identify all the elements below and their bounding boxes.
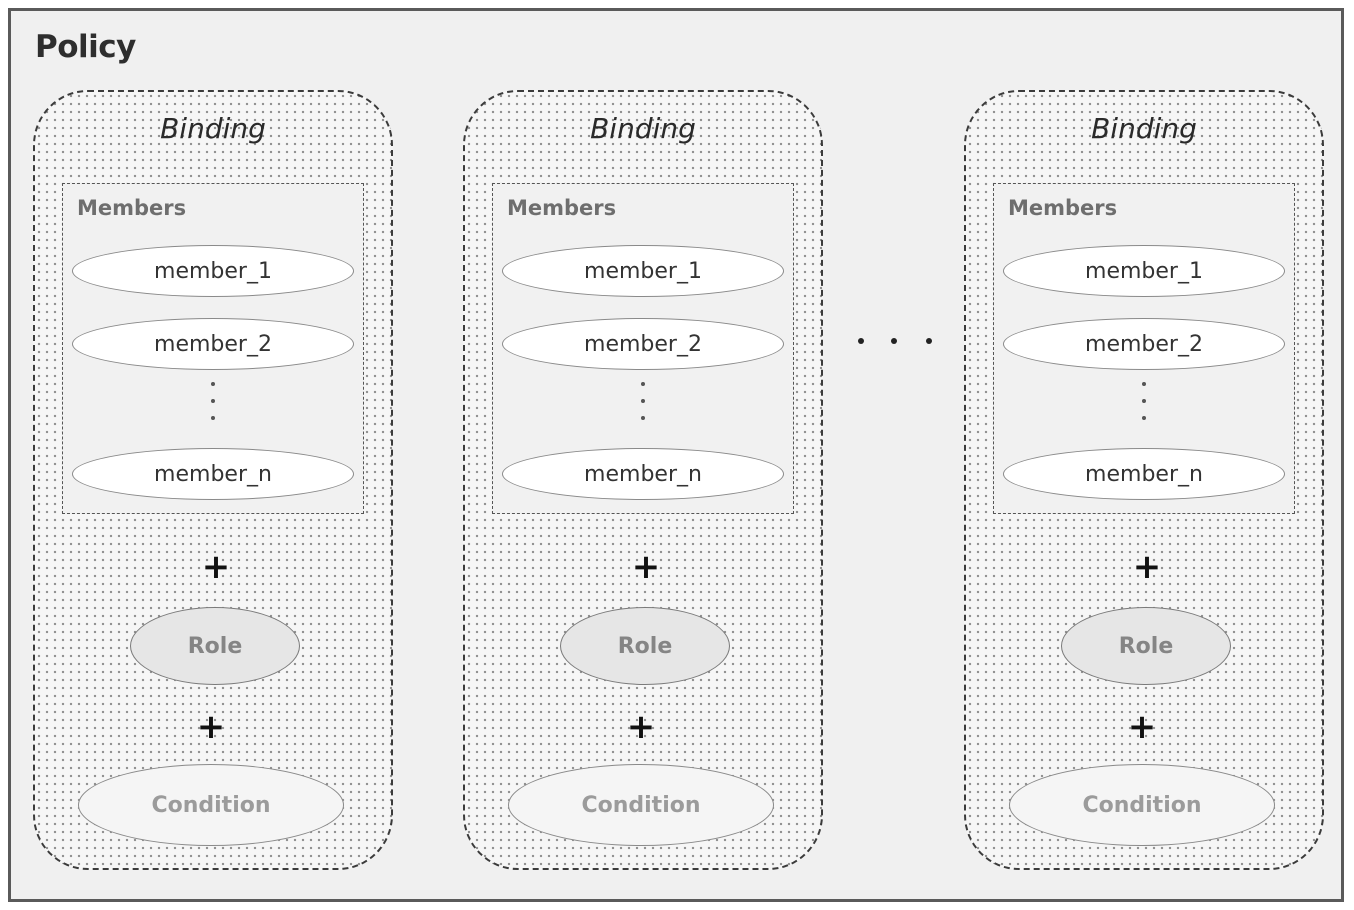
plus-sign: + bbox=[626, 707, 656, 747]
plus-sign: + bbox=[1132, 547, 1162, 587]
plus-sign: + bbox=[1127, 707, 1157, 747]
member-ellipse: member_n bbox=[72, 448, 354, 500]
members-group: Members member_1 member_2 member_n bbox=[993, 183, 1295, 514]
binding-title: Binding bbox=[1091, 112, 1197, 145]
vertical-ellipsis-icon bbox=[63, 382, 363, 432]
members-label: Members bbox=[1008, 196, 1118, 220]
member-ellipse: member_n bbox=[1003, 448, 1285, 500]
condition-ellipse: Condition bbox=[78, 764, 344, 846]
member-ellipse: member_2 bbox=[1003, 318, 1285, 370]
vertical-ellipsis-icon bbox=[994, 382, 1294, 432]
horizontal-ellipsis-icon bbox=[848, 338, 948, 348]
member-ellipse: member_n bbox=[502, 448, 784, 500]
condition-ellipse: Condition bbox=[508, 764, 774, 846]
plus-sign: + bbox=[201, 547, 231, 587]
binding-box: Binding Members member_1 member_2 member… bbox=[463, 90, 823, 870]
vertical-ellipsis-icon bbox=[493, 382, 793, 432]
binding-title: Binding bbox=[590, 112, 696, 145]
members-label: Members bbox=[507, 196, 617, 220]
role-ellipse: Role bbox=[560, 607, 730, 685]
role-ellipse: Role bbox=[1061, 607, 1231, 685]
plus-sign: + bbox=[196, 707, 226, 747]
condition-ellipse: Condition bbox=[1009, 764, 1275, 846]
member-ellipse: member_2 bbox=[72, 318, 354, 370]
members-label: Members bbox=[77, 196, 187, 220]
role-ellipse: Role bbox=[130, 607, 300, 685]
policy-title: Policy bbox=[35, 29, 136, 65]
member-ellipse: member_1 bbox=[1003, 245, 1285, 297]
binding-box: Binding Members member_1 member_2 member… bbox=[964, 90, 1324, 870]
member-ellipse: member_1 bbox=[502, 245, 784, 297]
members-group: Members member_1 member_2 member_n bbox=[62, 183, 364, 514]
members-group: Members member_1 member_2 member_n bbox=[492, 183, 794, 514]
member-ellipse: member_2 bbox=[502, 318, 784, 370]
plus-sign: + bbox=[631, 547, 661, 587]
member-ellipse: member_1 bbox=[72, 245, 354, 297]
binding-title: Binding bbox=[160, 112, 266, 145]
binding-box: Binding Members member_1 member_2 member… bbox=[33, 90, 393, 870]
